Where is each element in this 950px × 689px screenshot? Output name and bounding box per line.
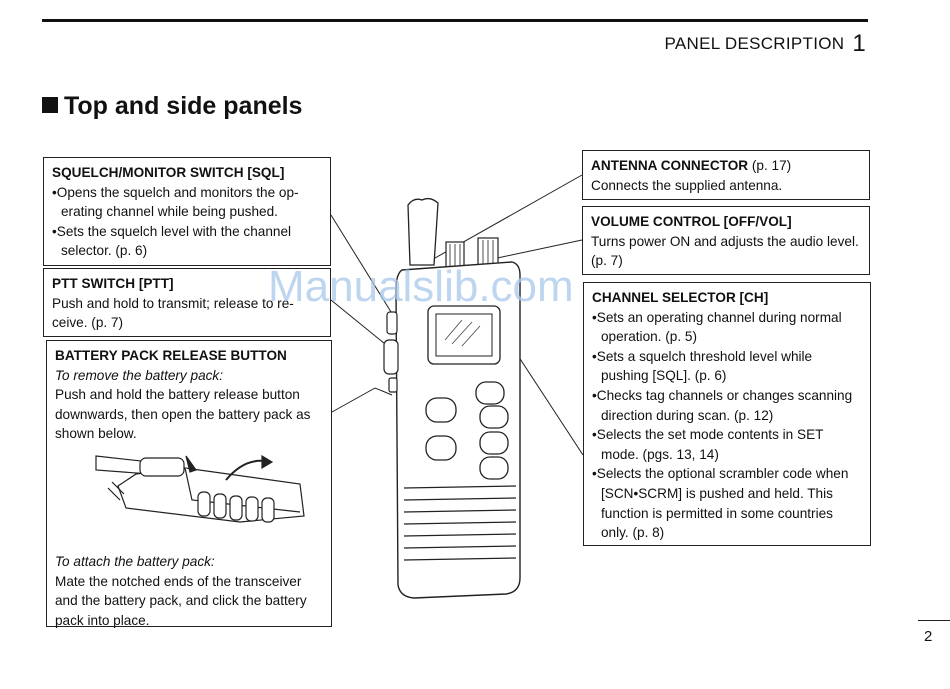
header-section: PANEL DESCRIPTION: [664, 34, 845, 53]
channel-bullet: •Sets an operating channel during normal…: [592, 309, 842, 345]
ptt-side-button: [383, 339, 399, 375]
square-bullet-icon: [42, 97, 58, 113]
section-title: Top and side panels: [42, 92, 302, 121]
channel-selector-box: CHANNEL SELECTOR [CH] •Sets an operating…: [583, 282, 871, 546]
page-header: PANEL DESCRIPTION 1: [664, 30, 866, 58]
volume-body: Turns power ON and adjusts the audio lev…: [591, 233, 859, 269]
ptt-switch-box: PTT SWITCH [PTT] Push and hold to transm…: [43, 268, 331, 337]
battery-title: BATTERY PACK RELEASE BUTTON: [55, 348, 287, 363]
channel-bullet: •Selects the optional scrambler code whe…: [592, 466, 849, 541]
leader-line-volume: [487, 239, 583, 261]
key-right-1: [475, 381, 505, 405]
battery-release-box: BATTERY PACK RELEASE BUTTON To remove th…: [46, 340, 332, 628]
battery-pack-illustration: [95, 454, 305, 523]
battery-remove-heading: To remove the battery pack:: [55, 367, 223, 383]
key-right-4: [479, 456, 509, 480]
channel-bullet: •Sets a squelch threshold level while pu…: [592, 348, 813, 384]
ptt-title: PTT SWITCH [PTT]: [52, 276, 174, 291]
squelch-title: SQUELCH/MONITOR SWITCH [SQL]: [52, 165, 285, 180]
channel-title: CHANNEL SELECTOR [CH]: [592, 290, 769, 305]
squelch-bullet-2: •Sets the squelch level with the channel…: [52, 223, 292, 259]
battery-remove-body: Push and hold the battery release button…: [55, 387, 311, 442]
ptt-body: Push and hold to transmit; release to re…: [52, 295, 294, 331]
antenna-body: Connects the supplied antenna.: [591, 177, 783, 193]
antenna-ref: (p. 17): [748, 158, 792, 173]
battery-release-button: [388, 377, 398, 393]
key-right-2: [479, 405, 509, 429]
channel-bullet: •Selects the set mode contents in SET mo…: [592, 427, 824, 462]
squelch-bullet-1: •Opens the squelch and monitors the op­e…: [52, 184, 299, 220]
leader-line-sql: [330, 214, 397, 321]
top-rule: [42, 19, 868, 22]
leader-line-ptt: [330, 299, 391, 349]
antenna-title: ANTENNA CONNECTOR: [591, 158, 749, 173]
key-left-1: [425, 397, 457, 423]
leader-line-battery: [331, 387, 393, 413]
channel-bullet: •Checks tag channels or changes scan­nin…: [592, 387, 853, 423]
volume-control-box: VOLUME CONTROL [OFF/VOL] Turns power ON …: [582, 206, 870, 275]
display-screen: [435, 313, 493, 357]
sql-side-button: [386, 311, 398, 335]
squelch-monitor-box: SQUELCH/MONITOR SWITCH [SQL] •Opens the …: [43, 157, 331, 266]
page-number-rule: [918, 620, 950, 621]
key-left-2: [425, 435, 457, 461]
key-right-3: [479, 431, 509, 455]
antenna-shape: [407, 197, 439, 266]
battery-attach-heading: To attach the battery pack:: [55, 553, 215, 569]
antenna-connector-box: ANTENNA CONNECTOR (p. 17) Connects the s…: [582, 150, 870, 200]
volume-title: VOLUME CONTROL [OFF/VOL]: [591, 214, 792, 229]
section-title-text: Top and side panels: [64, 92, 303, 120]
battery-attach-body: Mate the notched ends of the transceiver…: [55, 573, 307, 628]
header-chapter: 1: [852, 30, 866, 57]
watermark: Manualslib.com: [268, 262, 574, 311]
page-number: 2: [924, 628, 933, 645]
